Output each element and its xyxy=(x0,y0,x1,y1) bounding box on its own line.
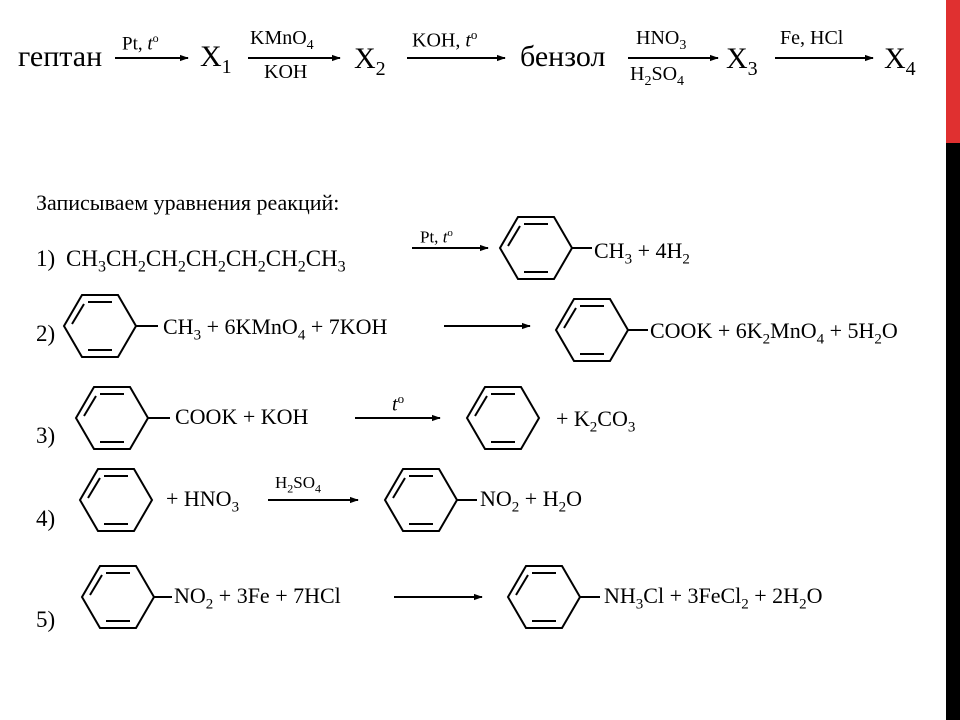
reaction-4-products: NO2 + H2O xyxy=(480,486,582,516)
reaction-3-products: + K2CO3 xyxy=(556,406,636,436)
reaction-3-condition: to xyxy=(392,391,405,416)
reaction-5-number: 5) xyxy=(36,607,56,632)
reaction-1-number: 1) xyxy=(36,246,56,271)
reaction-3-reactants: COOK + KOH xyxy=(175,404,309,429)
equations-heading: Записываем уравнения реакций: xyxy=(36,190,340,215)
reaction-1-condition: Pt, to xyxy=(420,227,453,247)
scheme-x3: X3 xyxy=(726,42,758,80)
scheme-x4: X4 xyxy=(884,42,916,80)
reaction-1-products: CH3 + 4H2 xyxy=(594,238,690,268)
scheme-arrow1-condition: Pt, to xyxy=(122,31,159,55)
reaction-2-benzene-ring-left xyxy=(63,294,137,358)
scheme-arrow2-bottom: KOH xyxy=(264,61,308,83)
scheme-x1: X1 xyxy=(200,40,232,78)
accent-bar-black xyxy=(946,143,960,720)
scheme-benzene: бензол xyxy=(520,40,606,73)
reaction-4-condition: H2SO4 xyxy=(275,473,322,496)
scheme-heptane: гептан xyxy=(18,40,103,73)
reaction-5-benzene-ring-left xyxy=(81,565,155,629)
reaction-5-reactants: NO2 + 3Fe + 7HCl xyxy=(174,583,341,613)
reaction-3-benzene-ring-left xyxy=(75,386,149,450)
reaction-4-number: 4) xyxy=(36,506,56,531)
reaction-4-benzene-ring-left xyxy=(79,468,153,532)
scheme-x2: X2 xyxy=(354,42,386,80)
scheme-arrow4-bottom: H2SO4 xyxy=(630,63,685,89)
scheme-arrow3-condition: KOH, to xyxy=(412,27,478,52)
accent-bar-red xyxy=(946,0,960,143)
reaction-4-benzene-ring-right xyxy=(384,468,458,532)
reaction-5-products: NH3Cl + 3FeCl2 + 2H2O xyxy=(604,583,823,613)
scheme-arrow2-top: KMnO4 xyxy=(250,27,314,53)
scheme-arrow5-condition: Fe, HCl xyxy=(780,27,844,49)
reaction-1-benzene-ring xyxy=(499,216,573,280)
reaction-2-number: 2) xyxy=(36,321,56,346)
reaction-4-reactants: + HNO3 xyxy=(166,486,240,516)
reaction-3-number: 3) xyxy=(36,423,56,448)
reaction-5-benzene-ring-right xyxy=(507,565,581,629)
reaction-3-benzene-ring-right xyxy=(466,386,540,450)
scheme-arrow4-top: HNO3 xyxy=(636,27,687,53)
reaction-1-reactants: CH3CH2CH2CH2CH2CH2CH3 xyxy=(66,246,346,276)
reaction-2-benzene-ring-right xyxy=(555,298,629,362)
reaction-2-products: COOK + 6K2MnO4 + 5H2O xyxy=(650,318,898,348)
reaction-2-reactants: CH3 + 6KMnO4 + 7KOH xyxy=(163,314,388,344)
